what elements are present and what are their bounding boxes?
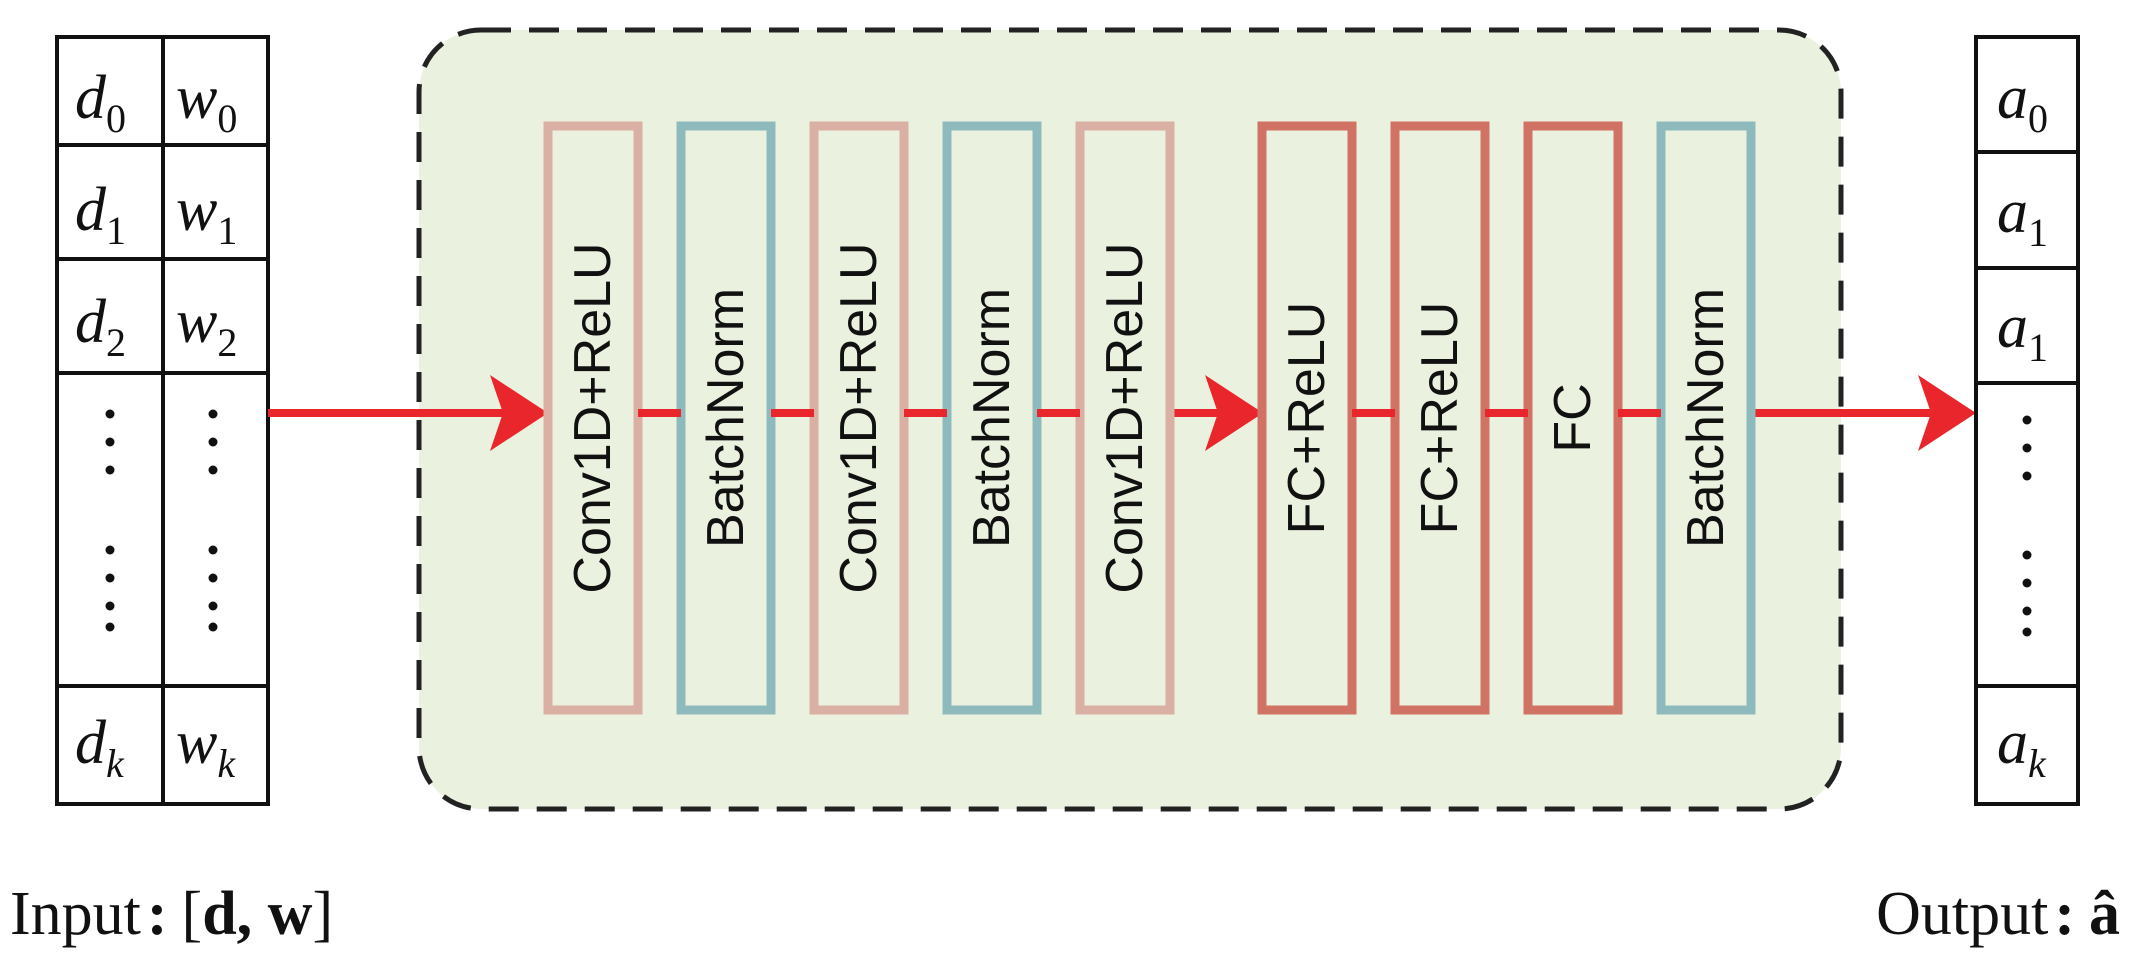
layer-fc3: FC bbox=[1523, 121, 1623, 715]
layer-conv1: Conv1D+ReLU bbox=[543, 121, 643, 715]
output-cell-a1: a1 bbox=[1997, 178, 2048, 255]
layer-conv3: Conv1D+ReLU bbox=[1075, 121, 1175, 715]
output-caption: Output:â bbox=[1876, 880, 2120, 948]
arrow-head-output bbox=[1918, 375, 1976, 451]
arrow-head-mid bbox=[1205, 375, 1263, 451]
layer-batchnorm1: BatchNorm bbox=[676, 121, 776, 715]
input-cell-d2: d2 bbox=[75, 288, 126, 365]
input-cell-dk: dk bbox=[75, 709, 125, 786]
input-cell-w0: w0 bbox=[176, 64, 237, 141]
input-table bbox=[55, 35, 270, 806]
input-cell-w2: w2 bbox=[176, 288, 237, 365]
layer-label: FC+ReLU bbox=[1278, 302, 1336, 535]
input-cell-d0: d0 bbox=[75, 64, 126, 141]
output-cell-a0: a0 bbox=[1997, 64, 2048, 141]
layer-label: BatchNorm bbox=[963, 288, 1021, 548]
layer-batchnorm2: BatchNorm bbox=[942, 121, 1042, 715]
input-cell-wk: wk bbox=[176, 709, 236, 786]
output-table bbox=[1974, 35, 2080, 806]
layer-label: BatchNorm bbox=[1677, 288, 1735, 548]
layer-conv2: Conv1D+ReLU bbox=[809, 121, 909, 715]
input-caption: Input:[d, w] bbox=[10, 880, 333, 948]
layer-label: FC+ReLU bbox=[1411, 302, 1469, 535]
layer-label: Conv1D+ReLU bbox=[1096, 242, 1154, 593]
input-cell-w1: w1 bbox=[176, 176, 237, 253]
layer-stack: Conv1D+ReLU BatchNorm Conv1D+ReLU BatchN… bbox=[543, 121, 1756, 715]
layer-label: Conv1D+ReLU bbox=[564, 242, 622, 593]
input-cell-d1: d1 bbox=[75, 176, 126, 253]
input-ellipsis bbox=[105, 409, 218, 632]
layer-label: BatchNorm bbox=[697, 288, 755, 548]
layer-label: Conv1D+ReLU bbox=[830, 242, 888, 593]
output-cell-a1-repeat: a1 bbox=[1997, 293, 2048, 370]
layer-fc1: FC+ReLU bbox=[1257, 121, 1357, 715]
arrow-head-input bbox=[490, 375, 548, 451]
output-cell-ak: ak bbox=[1997, 709, 2047, 786]
layer-fc2: FC+ReLU bbox=[1390, 121, 1490, 715]
layer-batchnorm3: BatchNorm bbox=[1656, 121, 1756, 715]
output-ellipsis bbox=[2022, 415, 2032, 637]
layer-label: FC bbox=[1544, 383, 1602, 452]
